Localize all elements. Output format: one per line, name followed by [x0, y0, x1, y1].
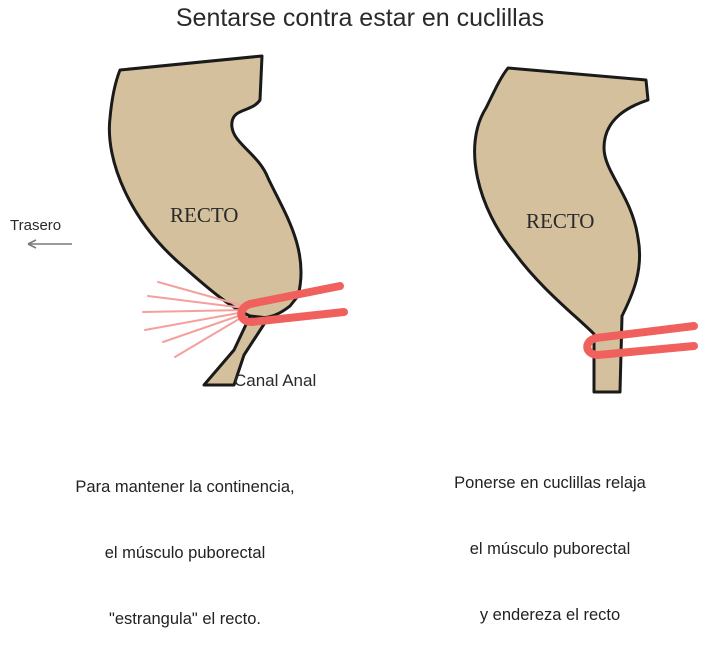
diagram-title: Sentarse contra estar en cuclillas — [175, 4, 545, 32]
caption-line: Ponerse en cuclillas relaja — [454, 474, 646, 492]
pressure-line — [147, 295, 245, 309]
right-panel-squatting: RECTO — [473, 66, 698, 394]
puborectal-muscle-squatting — [583, 322, 698, 359]
puborectal-muscle-sitting — [237, 282, 348, 326]
caption-line: "estrangula" el recto. — [108, 610, 262, 628]
caption-line: y endereza el recto — [479, 606, 621, 624]
pressure-line — [174, 315, 245, 358]
pressure-lines — [142, 281, 245, 358]
anal-canal-label: Canal Anal — [234, 371, 316, 390]
pressure-line — [144, 311, 245, 331]
pressure-line — [157, 281, 245, 307]
caption-squatting: Ponerse en cuclillas relaja el músculo p… — [400, 428, 700, 648]
muscle-band-upper — [592, 322, 698, 342]
muscle-band-lower — [248, 308, 348, 326]
caption-sitting: Para mantener la continencia, el músculo… — [20, 432, 350, 652]
muscle-band-lower — [594, 342, 698, 359]
organ-label-squatting: RECTO — [526, 209, 594, 233]
organ-label-sitting: RECTO — [170, 203, 238, 227]
rectum-shape-sitting — [107, 54, 303, 320]
direction-label: Trasero — [10, 217, 61, 234]
caption-line: el músculo puborectal — [469, 540, 631, 558]
pressure-line — [162, 313, 245, 343]
rectum-shape-squatting — [473, 66, 650, 394]
diagram-canvas: Trasero RECTO Canal Anal RECTO — [10, 54, 698, 394]
muscle-band-upper — [246, 282, 344, 308]
arrow-left-icon — [27, 239, 72, 249]
caption-line: Para mantener la continencia, — [75, 478, 295, 496]
caption-line: el músculo puborectal — [104, 544, 266, 562]
left-panel-sitting: Trasero RECTO Canal Anal — [10, 54, 348, 390]
pressure-line — [142, 309, 245, 313]
